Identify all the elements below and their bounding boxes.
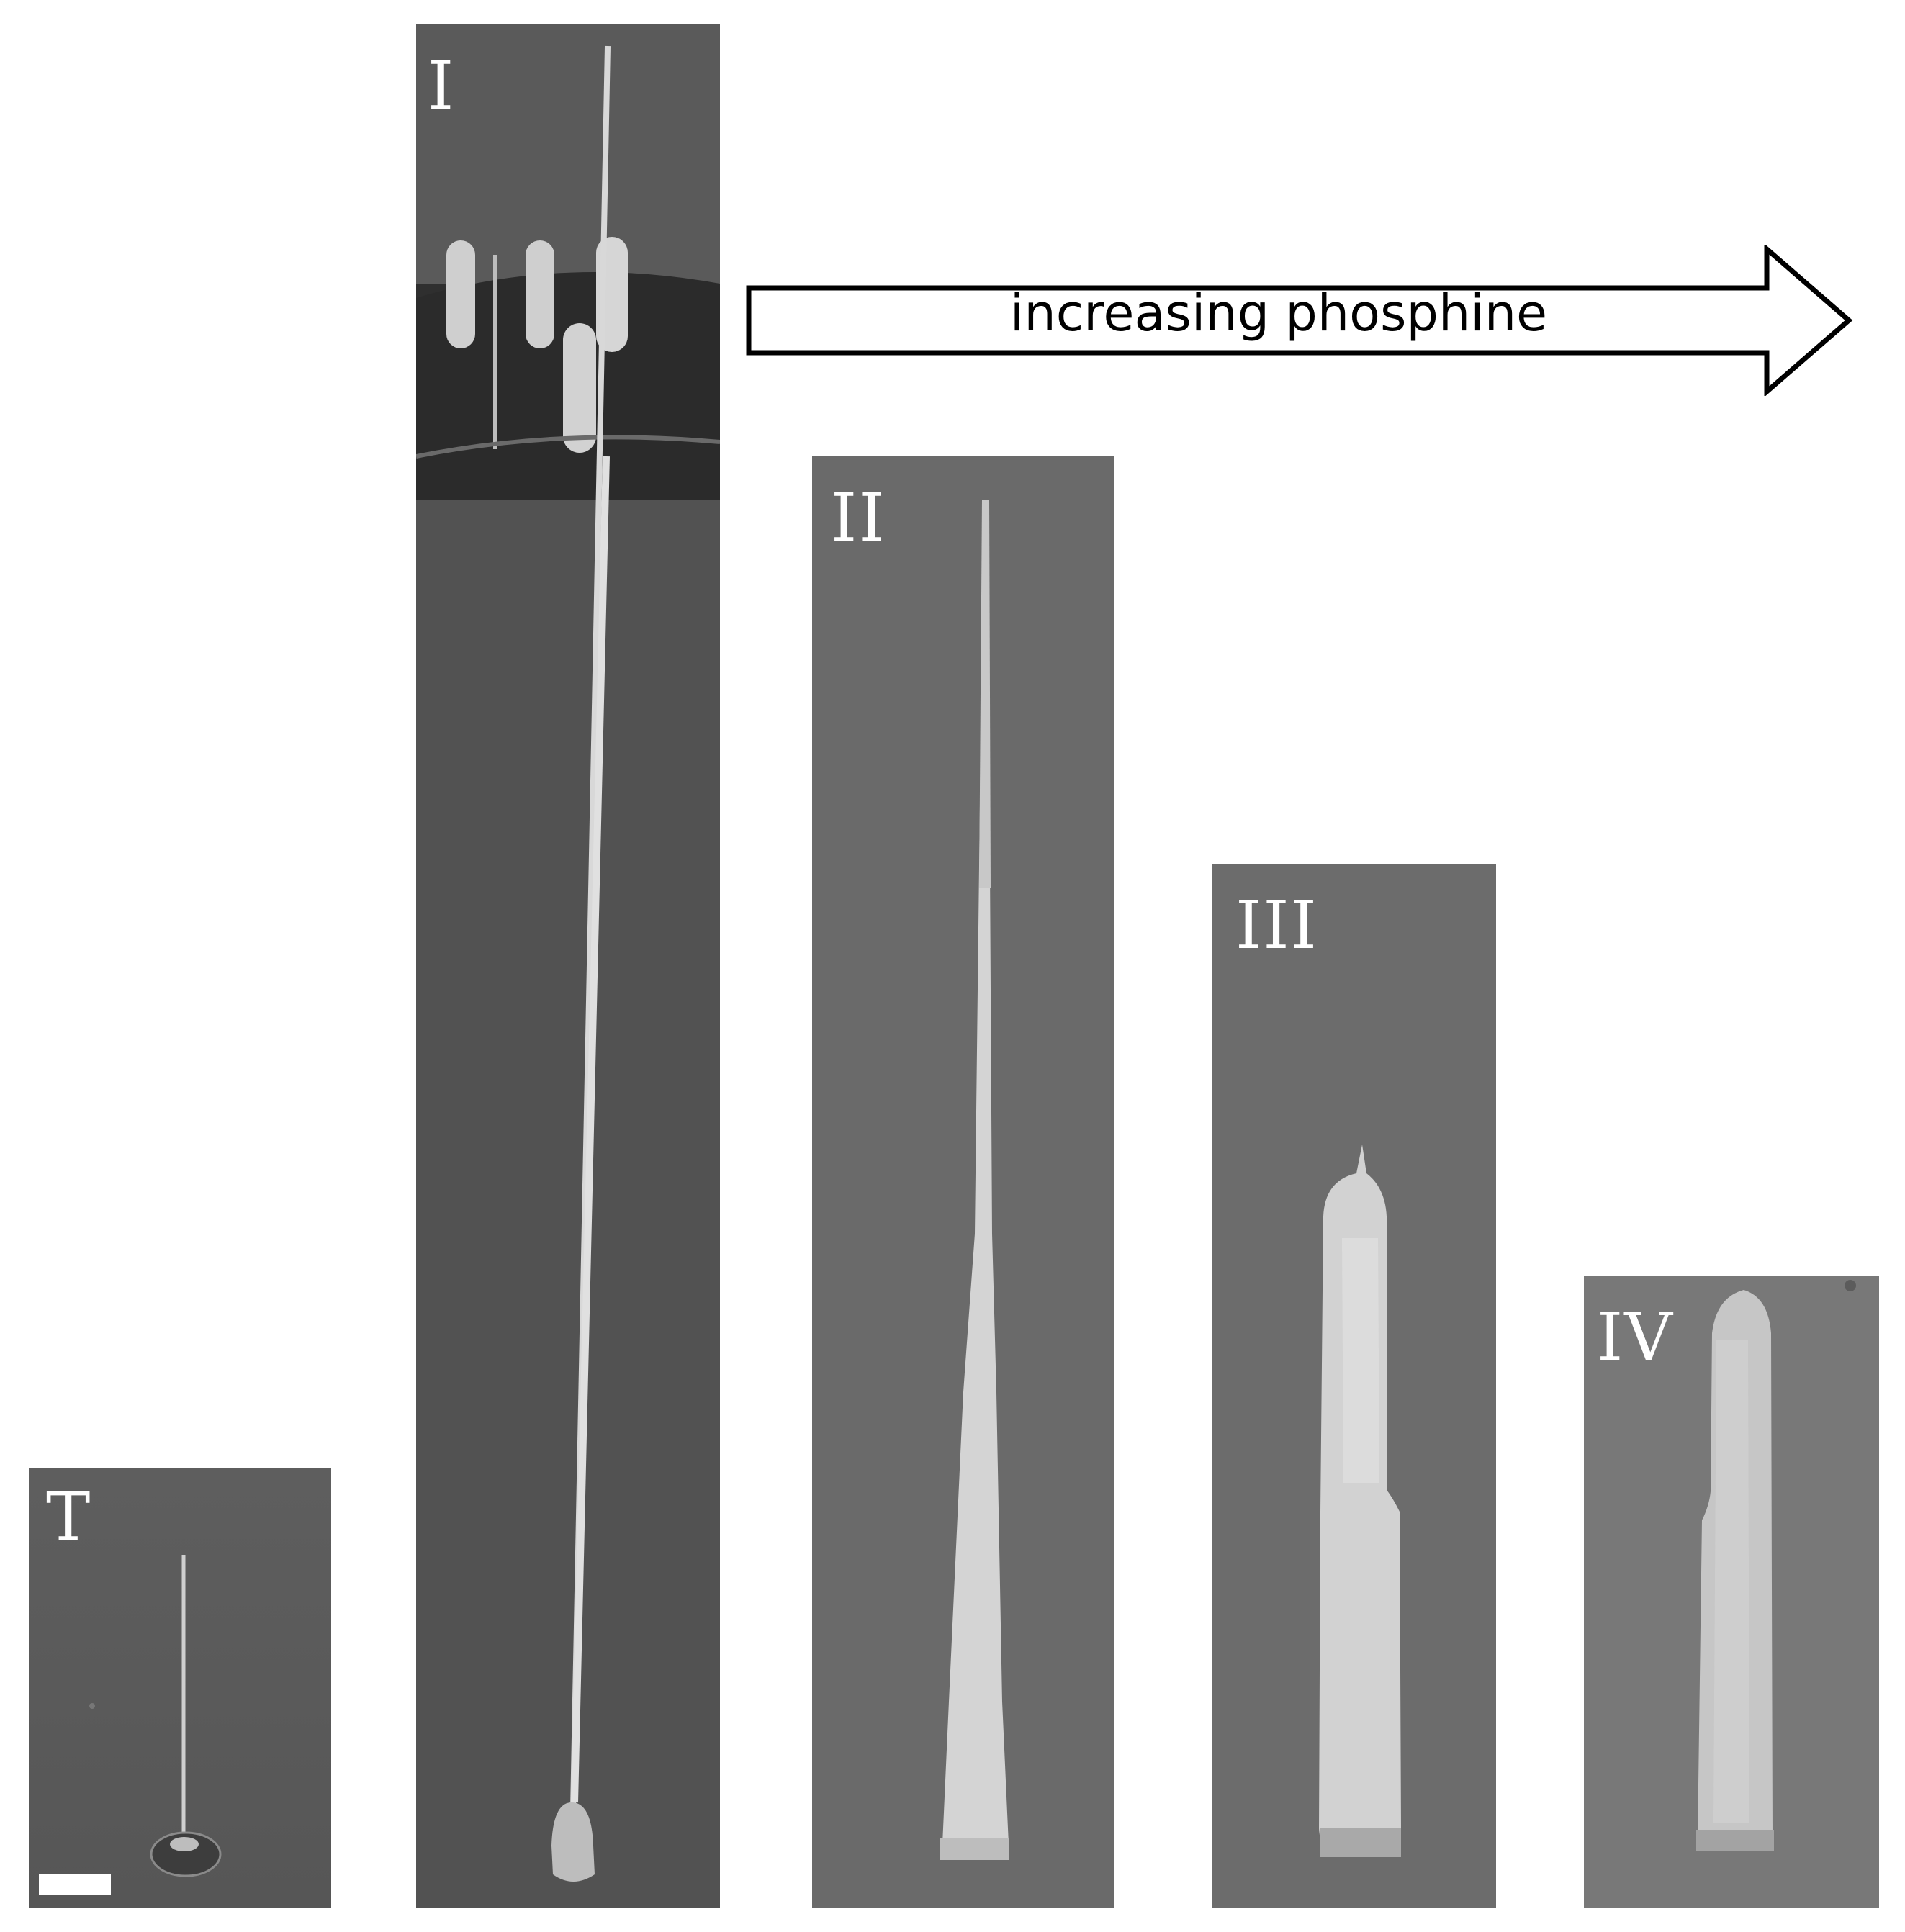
sem-panel-t: T — [29, 1468, 331, 1908]
panel-label-iv: IV — [1597, 1299, 1674, 1376]
nanowire-image-iv — [1584, 1276, 1879, 1908]
nanowire-image-iii — [1212, 864, 1496, 1908]
panel-label-i: I — [428, 48, 456, 125]
nanowire-image-i — [416, 24, 720, 1908]
nanowire-image-ii — [812, 456, 1114, 1908]
sem-panel-iii: III — [1212, 864, 1496, 1908]
sem-panel-ii: II — [812, 456, 1114, 1908]
scale-bar — [39, 1874, 111, 1895]
panel-label-iii: III — [1235, 887, 1319, 964]
arrow-label: increasing phosphine — [1009, 284, 1548, 343]
arrow-icon — [746, 245, 1853, 396]
sem-panel-i: I — [416, 24, 720, 1908]
nanowire-image-t — [29, 1468, 331, 1908]
panel-label-t: T — [46, 1479, 92, 1556]
panel-label-ii: II — [831, 479, 886, 556]
sem-panel-iv: IV — [1584, 1276, 1879, 1908]
